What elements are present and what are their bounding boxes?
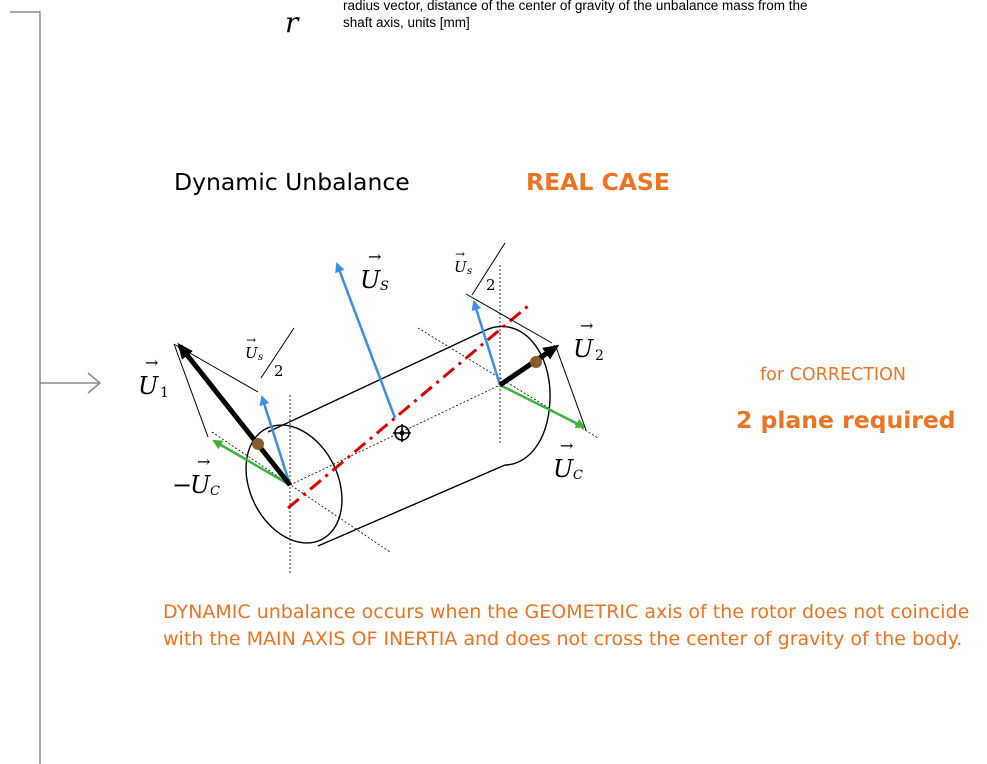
svg-text:→: →	[455, 247, 465, 261]
svg-text:U: U	[360, 266, 381, 294]
radius-definition: radius vector, distance of the center of…	[343, 0, 808, 30]
svg-text:s: s	[467, 266, 472, 277]
svg-text:→: →	[560, 436, 573, 455]
static-half-left-arrow	[259, 395, 292, 486]
main-axis-of-inertia	[287, 304, 529, 510]
left-unbalance-mass	[252, 438, 264, 450]
couple-left-arrow	[212, 439, 291, 487]
arrow-right-icon	[40, 372, 102, 394]
right-plane-diagonal	[417, 327, 599, 439]
static-half-right-arrow	[471, 300, 502, 386]
left-end-face	[245, 424, 343, 544]
svg-text:U: U	[245, 344, 259, 362]
svg-text:U: U	[138, 372, 159, 400]
svg-text:→: →	[145, 353, 158, 372]
svg-text:2: 2	[595, 348, 604, 364]
svg-text:2: 2	[486, 276, 496, 294]
svg-text:U: U	[573, 335, 594, 363]
label-us-half-right: → U s 2	[454, 242, 506, 296]
vector-construction-lines	[173, 293, 587, 438]
label-u1: → U 1	[138, 353, 169, 401]
description-text: DYNAMIC unbalance occurs when the GEOMET…	[163, 601, 970, 650]
page-title: Dynamic Unbalance	[174, 168, 410, 196]
right-end-face	[485, 325, 551, 466]
resultant-u1-arrow	[177, 342, 292, 487]
right-unbalance-mass	[530, 356, 542, 368]
svg-text:S: S	[380, 279, 389, 294]
left-bracket	[10, 11, 102, 764]
real-case-label: REAL CASE	[526, 168, 670, 196]
svg-text:−: −	[172, 471, 192, 499]
correction-label: for CORRECTION	[760, 365, 906, 385]
svg-text:C: C	[573, 468, 583, 483]
svg-text:→: →	[197, 452, 210, 471]
crosshair-circle-icon	[393, 424, 411, 442]
label-us-half-left: → U s 2	[245, 327, 295, 380]
svg-text:U: U	[190, 471, 211, 499]
plane-requirement: 2 plane required	[736, 406, 956, 434]
svg-text:U: U	[454, 258, 468, 276]
svg-text:2: 2	[274, 362, 284, 380]
svg-text:U: U	[553, 455, 574, 483]
cylinder-top-edge	[267, 329, 487, 433]
cylinder-bottom-edge	[317, 464, 506, 547]
label-minus-uc: → − U C	[172, 452, 220, 499]
svg-text:→: →	[368, 247, 381, 266]
svg-text:s: s	[258, 352, 263, 363]
resultant-u2-arrow	[498, 344, 560, 388]
label-uc: → U C	[553, 436, 583, 483]
svg-text:C: C	[210, 484, 220, 499]
static-unbalance-arrow	[335, 262, 397, 419]
svg-text:→: →	[246, 333, 256, 347]
label-u2: → U 2	[573, 316, 604, 364]
couple-right-arrow	[499, 383, 586, 429]
label-us: → U S	[360, 247, 389, 294]
svg-text:→: →	[580, 316, 593, 335]
radius-symbol: r	[285, 6, 299, 39]
svg-text:1: 1	[160, 385, 169, 401]
